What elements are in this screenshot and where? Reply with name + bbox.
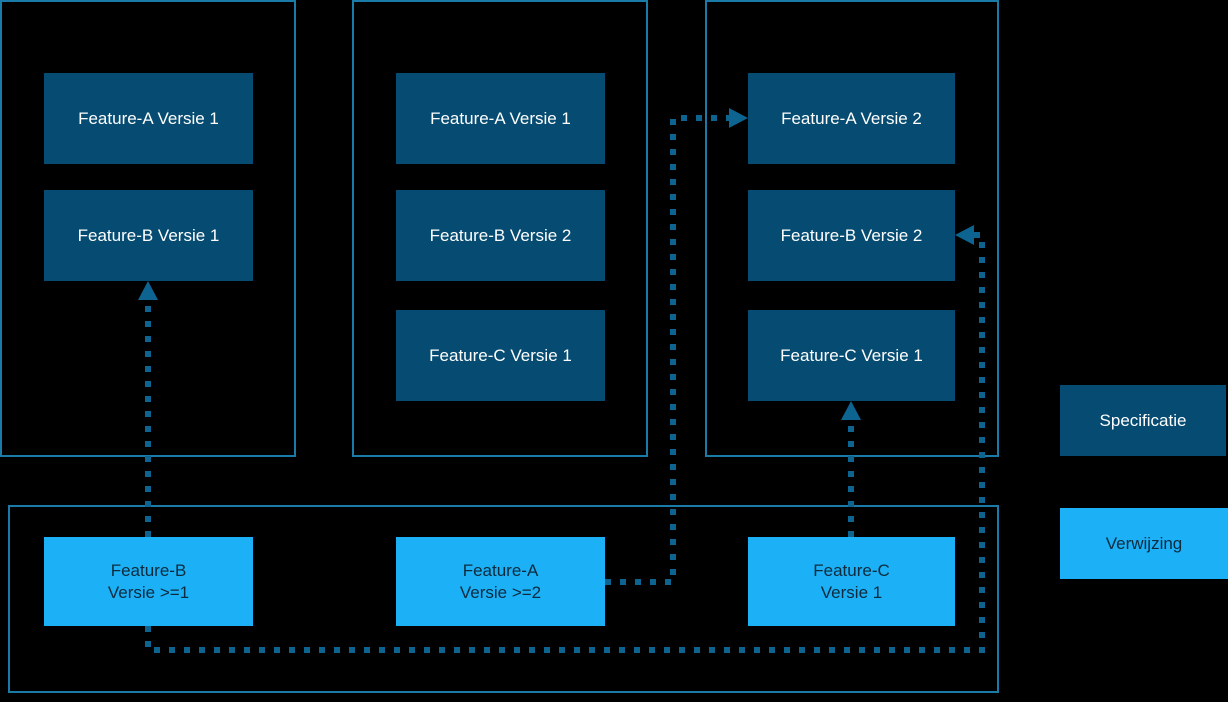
node-label: Feature-B Versie 2	[429, 225, 572, 245]
reference-node-feature-c[interactable]: Feature-C Versie 1	[748, 537, 955, 626]
reference-node-feature-a[interactable]: Feature-A Versie >=2	[396, 537, 605, 626]
spec-node-feature-b-versie-2-c3[interactable]: Feature-B Versie 2	[748, 190, 955, 281]
node-label: Feature-A Versie 1	[430, 108, 571, 128]
spec-node-feature-b-versie-2-c2[interactable]: Feature-B Versie 2	[396, 190, 605, 281]
node-label-line1: Feature-A	[462, 560, 539, 580]
spec-node-feature-b-versie-1-c1[interactable]: Feature-B Versie 1	[44, 190, 253, 281]
node-label: Feature-A Versie 2	[781, 108, 922, 128]
legend-label: Specificatie	[1099, 410, 1187, 430]
spec-node-feature-c-versie-1-c2[interactable]: Feature-C Versie 1	[396, 310, 605, 401]
spec-node-feature-a-versie-2-c3[interactable]: Feature-A Versie 2	[748, 73, 955, 164]
node-label-line1: Feature-C	[813, 560, 890, 580]
node-label-line2: Versie >=1	[107, 582, 190, 602]
spec-node-feature-a-versie-1-c1[interactable]: Feature-A Versie 1	[44, 73, 253, 164]
node-label-line2: Versie >=2	[459, 582, 542, 602]
reference-node-feature-b[interactable]: Feature-B Versie >=1	[44, 537, 253, 626]
legend-label: Verwijzing	[1105, 533, 1183, 553]
node-label: Feature-A Versie 1	[78, 108, 219, 128]
spec-node-feature-c-versie-1-c3[interactable]: Feature-C Versie 1	[748, 310, 955, 401]
node-label-line2: Versie 1	[820, 582, 883, 602]
spec-node-feature-a-versie-1-c2[interactable]: Feature-A Versie 1	[396, 73, 605, 164]
legend-item-specificatie: Specificatie	[1060, 385, 1226, 456]
node-label: Feature-C Versie 1	[780, 345, 923, 365]
node-label: Feature-B Versie 2	[780, 225, 923, 245]
node-label-line1: Feature-B	[110, 560, 187, 580]
legend-item-verwijzing: Verwijzing	[1060, 508, 1228, 579]
node-label: Feature-B Versie 1	[77, 225, 220, 245]
node-label: Feature-C Versie 1	[429, 345, 572, 365]
